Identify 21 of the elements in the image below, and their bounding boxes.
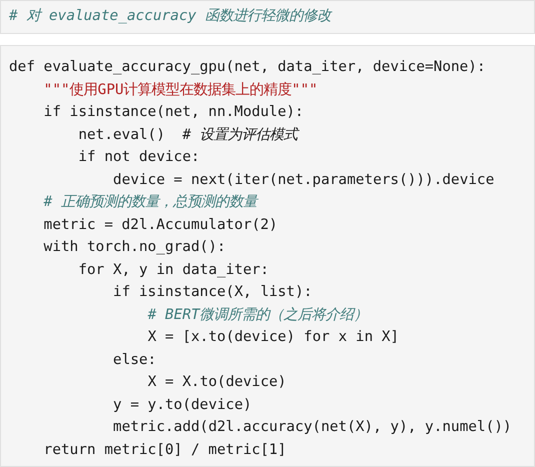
code-line: for X, y in data_iter: (78, 260, 269, 280)
code-comment: # BERT微调所需的（之后将介绍） (148, 306, 368, 324)
code-line: if not device: (78, 148, 200, 167)
code-line: def evaluate_accuracy_gpu(net, data_iter, device=None): (9, 58, 486, 77)
code-line: if isinstance(net, nn.Module): (44, 103, 304, 122)
code-line: y = y.to(device) (113, 396, 252, 414)
code-line: else: (113, 350, 156, 370)
code-cell (0, 45, 535, 467)
code-line: X = X.to(device) (148, 373, 286, 392)
code-line: device = next(iter(net.parameters())).device (113, 170, 494, 190)
code-line: metric.add(d2l.accuracy(net(X), y), y.numel()) (113, 418, 512, 437)
code-comment: # 正确预测的数量，总预测的数量 (44, 193, 257, 212)
code-comment: # 对 evaluate_accuracy 函数进行轻微的修改 (9, 7, 331, 26)
code-line: """使用GPU计算模型在数据集上的精度""" (44, 80, 318, 100)
code-line: X = [x.to(device) for x in X] (148, 328, 399, 347)
code-line: with torch.no_grad(): (44, 238, 226, 257)
code-line: return metric[0] / metric[1] (44, 440, 286, 460)
code-line: if isinstance(X, list): (113, 283, 312, 302)
code-cell (0, 0, 535, 34)
code-line: net.eval() # 设置为评估模式 (78, 126, 298, 144)
code-line: metric = d2l.Accumulator(2) (44, 216, 278, 234)
